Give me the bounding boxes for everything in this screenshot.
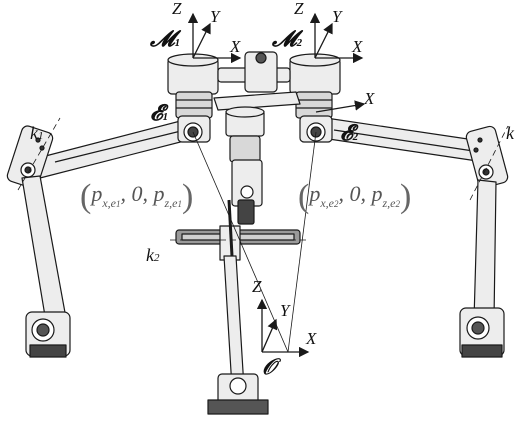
left-dash-line [192,131,289,353]
right-elbow-joint [465,125,509,189]
k2-label: k2 [146,245,160,265]
m2-y-label: Y [332,7,342,26]
m1-x-label: X [230,37,241,56]
left-lower-link [21,175,67,323]
m1-frame-label: 𝓜1 [150,26,181,51]
left-elbow-joint [6,125,54,189]
m2-frame-label: 𝓜2 [272,26,303,51]
e1-frame-label: 𝓔1 [150,100,169,125]
slider-bar [175,225,301,261]
m2-x-label: X [352,37,363,56]
e2-frame-label: 𝓔2 [340,120,359,145]
center-motor [225,106,265,225]
right-base [459,307,505,358]
k1-axis-line [17,117,61,191]
origin-label: 𝒪 [262,354,276,379]
k1-label: k1 [30,123,44,143]
o-y-label: Y [280,301,290,320]
o-y-axis [261,318,278,353]
m1-y-label: Y [210,7,220,26]
m1-y-axis [192,22,211,59]
k3-axis-line [469,125,509,201]
right-lower-link [473,179,497,321]
left-base [25,311,71,358]
o-x-label: X [306,329,317,348]
bottom-base [207,373,269,415]
e2-x-axis [315,100,366,113]
right-coordinate-label: (px,e2, 0, pz,e2) [298,178,412,215]
m2-z-label: Z [294,0,304,18]
left-coordinate-label: (px,e1, 0, pz,e1) [80,178,194,215]
left-motor-m1 [167,53,219,143]
top-bridge [213,51,301,111]
k3-label: k [506,123,514,143]
m2-y-axis [314,22,333,59]
m1-z-label: Z [172,0,182,18]
e2-x-label: X [364,89,375,108]
right-motor-m2 [289,53,341,143]
right-dash-line [287,131,317,353]
o-z-label: Z [252,277,262,296]
